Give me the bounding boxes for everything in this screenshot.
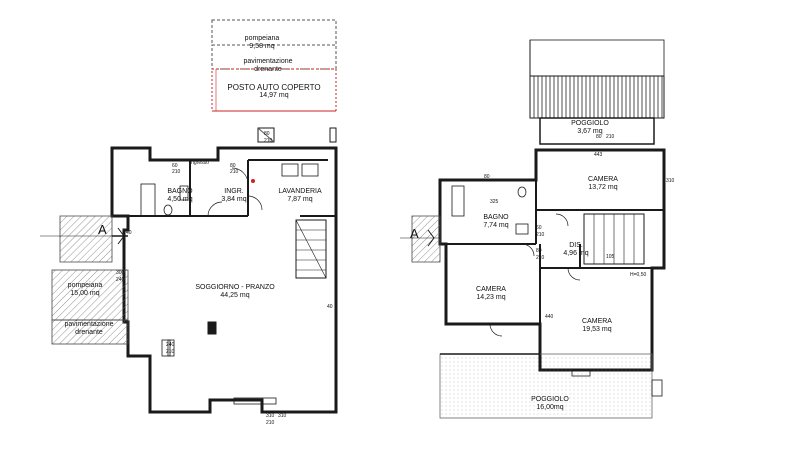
room-poggiolo-bottom: POGGIOLO 16,00mq [520, 396, 580, 412]
room-poggiolo-top: POGGIOLO 3,67 mq [560, 120, 620, 136]
dim-label: 80 [536, 248, 542, 254]
room-camera-top: CAMERA 13,72 mq [578, 176, 628, 192]
dim-label: 210 [536, 255, 545, 261]
room-area: 14,23 mq [476, 294, 506, 301]
room-dis: DIS. 4,96 mq [558, 242, 594, 258]
room-area: 3,67 mq [577, 128, 603, 135]
dim-label: 443 [594, 152, 603, 158]
first-outer-wall [438, 148, 666, 372]
top-pergola [529, 75, 665, 119]
dim-label: 40 [126, 230, 132, 236]
dim-label: 210 [264, 138, 273, 144]
dim-label: 80 [230, 163, 236, 169]
room-name: INGR. [224, 188, 244, 195]
room-area: 13,72 mq [588, 184, 618, 191]
dim-label: 325 [490, 199, 499, 205]
ground-outer-wall [110, 146, 338, 414]
room-bagno-ground: BAGNO 4,50 mq [158, 188, 202, 204]
dim-label: 210 [536, 232, 545, 238]
room-area: 7,87 mq [287, 196, 313, 203]
dim-label: 440 [545, 314, 554, 320]
room-name: CAMERA [476, 286, 506, 293]
dim-label: 210 [166, 349, 175, 355]
room-drenante-left: pavimentazione drenante [54, 321, 124, 337]
room-name: pompeiana [244, 35, 280, 42]
room-area: 3,84 mq [221, 196, 247, 203]
ground-floor-plan [40, 19, 338, 414]
ground-stair [295, 219, 327, 279]
dim-label: 210 [606, 134, 615, 140]
room-name: LAVANDERIA [278, 188, 322, 195]
room-name: SOGGIORNO - PRANZO [195, 284, 275, 291]
dim-label: 210 [230, 169, 239, 175]
poggiolo-bottom-area [439, 353, 653, 419]
room-name: BAGNO [483, 214, 509, 221]
room-pompeiana-top: pompeiana 9,58 mq [232, 35, 292, 51]
room-bagno-first: BAGNO 7,74 mq [474, 214, 518, 230]
dim-label: 60 [536, 225, 542, 231]
room-area: 14,97 mq [259, 92, 289, 99]
room-area: 44,25 mq [220, 292, 250, 299]
room-name: pompeiana [67, 282, 103, 289]
dim-label: 240 [166, 342, 175, 348]
dim-label: 60 [172, 163, 178, 169]
room-lavanderia: LAVANDERIA 7,87 mq [270, 188, 330, 204]
room-posto-auto: POSTO AUTO COPERTO 14,97 mq [222, 84, 326, 100]
room-name: pavimentazione drenante [243, 58, 293, 73]
room-name: DIS. [569, 242, 583, 249]
room-soggiorno: SOGGIORNO - PRANZO 44,25 mq [190, 284, 280, 300]
room-name: CAMERA [582, 318, 612, 325]
room-name: POGGIOLO [531, 396, 569, 403]
first-floor-plan [400, 39, 666, 419]
dim-label: 40 [327, 304, 333, 310]
room-drenante-top: pavimentazione drenante [228, 58, 308, 74]
room-area: 4,50 mq [167, 196, 193, 203]
room-name: POGGIOLO [571, 120, 609, 127]
ingresso-label: ingresso [190, 160, 209, 166]
room-area: 7,74 mq [483, 222, 509, 229]
drenante-left-area [51, 319, 129, 345]
room-camera-right: CAMERA 19,53 mq [570, 318, 624, 334]
room-name: pavimentazione drenante [64, 321, 114, 336]
room-area: 16,00mq [536, 404, 564, 411]
dim-label: 210 [266, 420, 275, 426]
dim-label: 210 [172, 169, 181, 175]
room-area: 4,96 mq [563, 250, 589, 257]
dim-label: 310 [666, 178, 675, 184]
dim-label: 240 [116, 277, 125, 283]
dim-label: H=0,50 [630, 272, 647, 278]
room-pompeiana-left: pompeiana 15,00 mq [58, 282, 112, 298]
dim-label: 80 [596, 134, 602, 140]
dim-label: 300 [116, 270, 125, 276]
dim-label: 310 [278, 413, 287, 419]
room-area: 9,58 mq [249, 43, 275, 50]
room-name: POSTO AUTO COPERTO [227, 83, 321, 92]
room-name: BAGNO [167, 188, 193, 195]
dim-label: 105 [606, 254, 615, 260]
dim-label: 80 [264, 131, 270, 137]
section-marker-right: A [410, 226, 419, 241]
room-area: 15,00 mq [70, 290, 100, 297]
poggiolo-top-area [539, 117, 655, 145]
section-marker-left: A [98, 222, 107, 237]
pompeiana-left-area [51, 269, 129, 321]
room-ingr: INGR. 3,84 mq [212, 188, 256, 204]
room-name: CAMERA [588, 176, 618, 183]
dim-label: 80 [484, 174, 490, 180]
room-camera-left: CAMERA 14,23 mq [466, 286, 516, 302]
room-area: 19,53 mq [582, 326, 612, 333]
dim-label: 310 [266, 413, 275, 419]
